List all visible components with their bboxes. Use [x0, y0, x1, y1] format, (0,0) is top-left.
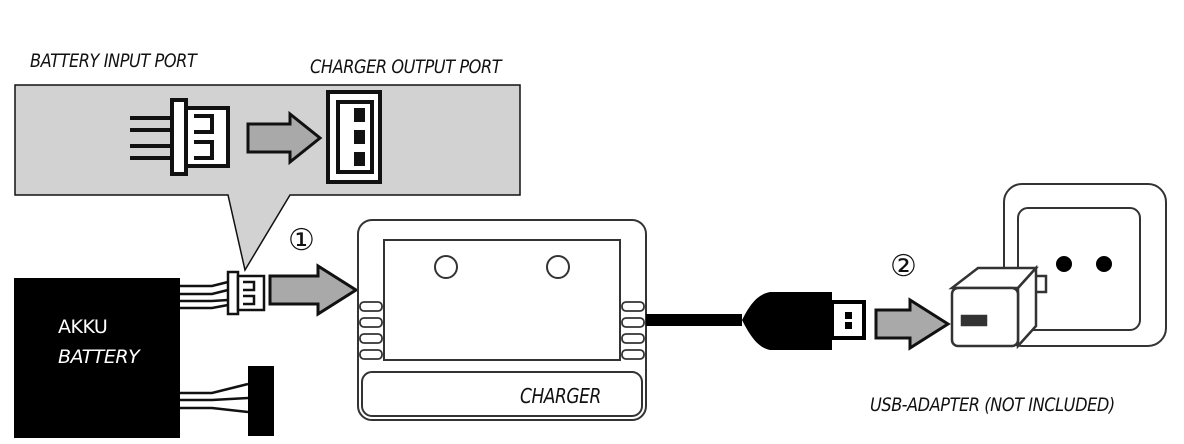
battery-plug-icon	[226, 270, 266, 316]
battery-akku-label: AKKU	[58, 316, 108, 338]
step2-marker: ②	[890, 249, 917, 284]
charger-vents-left	[359, 301, 383, 360]
usb-adapter-icon	[948, 264, 1048, 350]
battery-wires	[180, 280, 229, 310]
charger-vents-right	[621, 301, 645, 360]
step1-marker: ①	[288, 223, 315, 258]
balance-lead-wires	[180, 382, 249, 414]
usb-cable	[646, 292, 866, 350]
battery-input-port-label: BATTERY INPUT PORT	[30, 50, 197, 72]
step1-arrow-icon	[268, 263, 359, 317]
battery-input-plug-icon	[130, 98, 230, 176]
balance-lead-plug-icon	[248, 366, 274, 436]
wall-socket-icon	[1003, 183, 1167, 347]
usb-adapter-label: USB-ADAPTER (NOT INCLUDED)	[870, 394, 1115, 416]
battery-pack	[14, 278, 180, 438]
step2-arrow-icon	[874, 297, 951, 351]
callout-arrow-icon	[246, 110, 323, 166]
charger-body	[357, 219, 647, 421]
battery-label: BATTERY	[58, 346, 140, 368]
charger-label: CHARGER	[520, 384, 601, 408]
charger-output-socket-icon	[326, 90, 382, 184]
charger-output-port-label: CHARGER OUTPUT PORT	[310, 56, 502, 78]
